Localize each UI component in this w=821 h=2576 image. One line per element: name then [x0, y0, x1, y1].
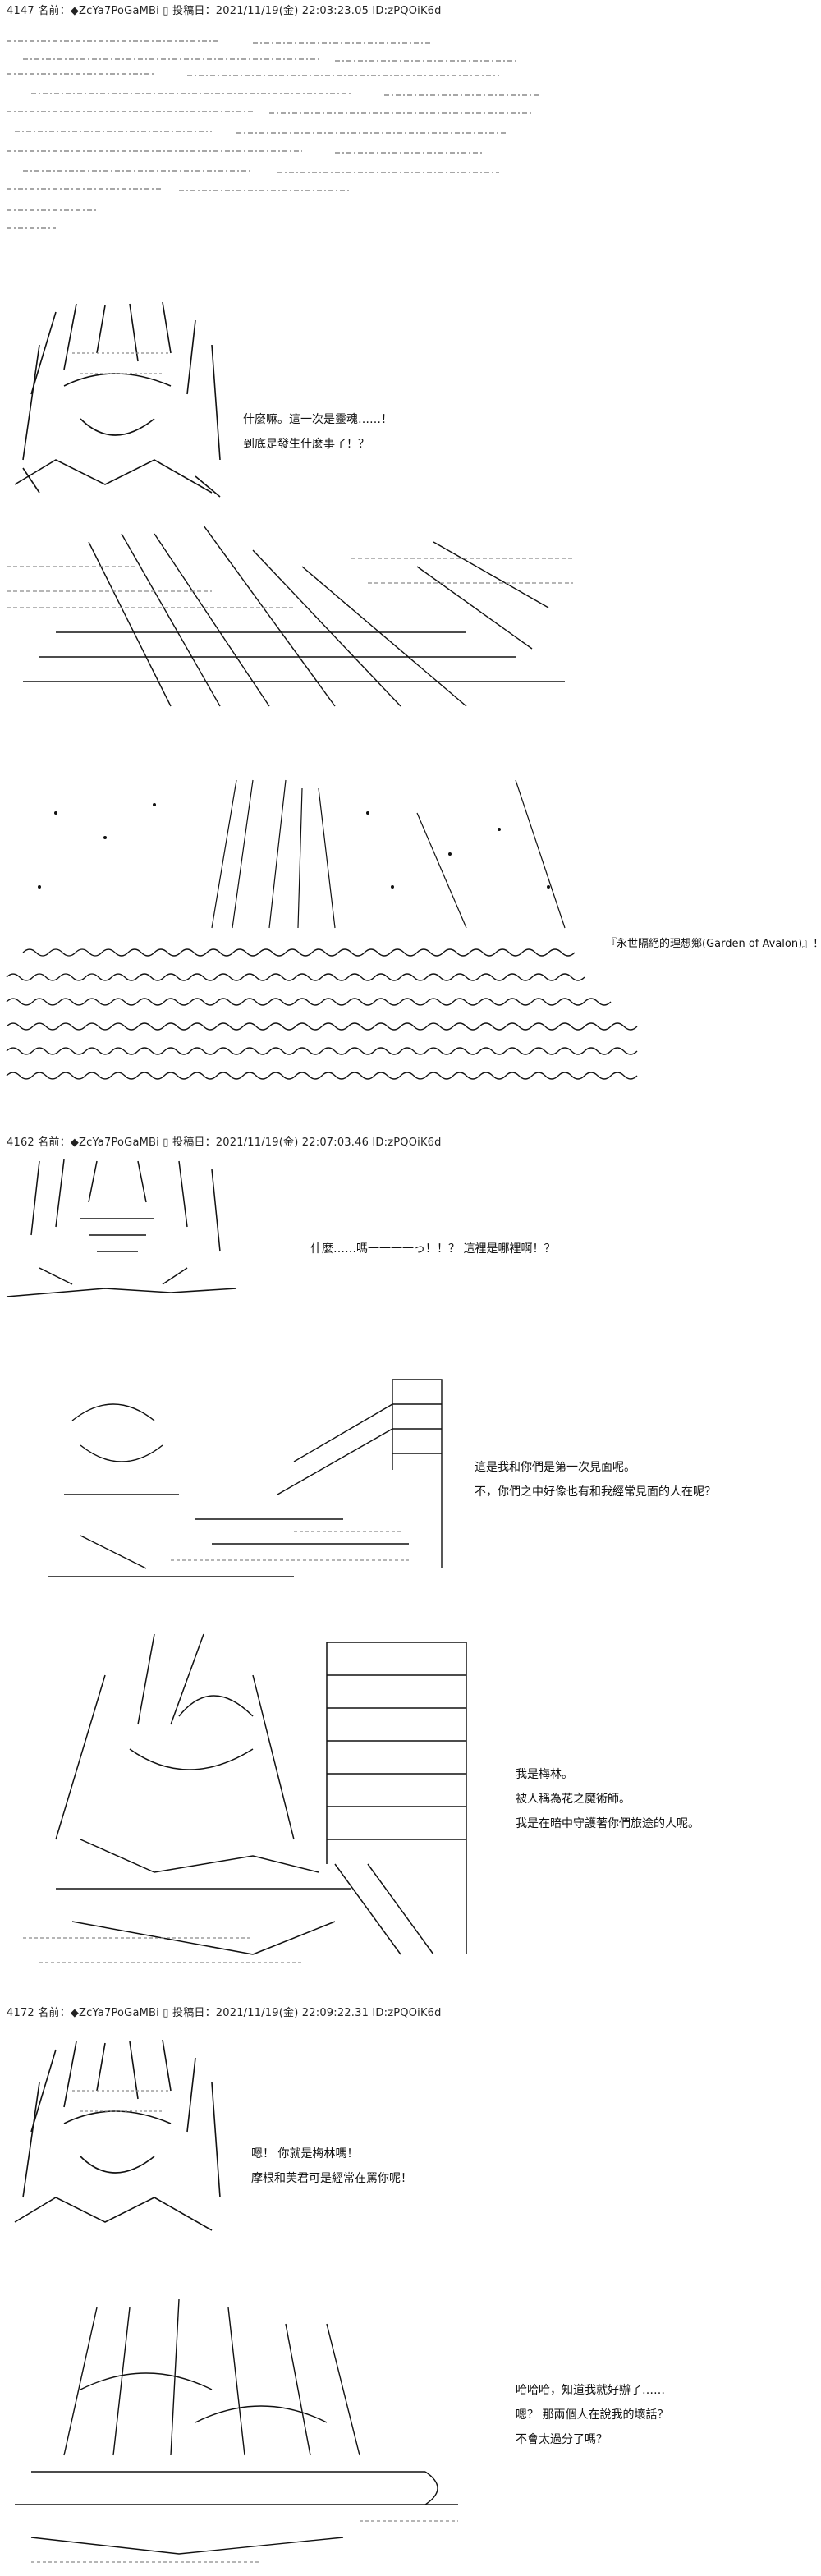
dialog-box: 什麼嘛。這一次是靈魂……！ 到底是發生什麼事了！？ — [243, 407, 392, 457]
post-header: 4162 名前：◆ZcYa7PoGaMBi ▯ 投稿日：2021/11/19(金… — [7, 1136, 442, 1149]
dialog-line: 到底是發生什麼事了！？ — [243, 438, 369, 451]
ascii-art-character-portrait — [7, 296, 228, 501]
dialog-box: 什麼……嗎一一一一っ！！？ 這裡是哪裡啊！？ — [310, 1237, 555, 1261]
ascii-art-wind — [7, 25, 540, 271]
ascii-art-merlin-laughing — [15, 2291, 475, 2570]
dialog-line: 不，你們之中好像也有和我經常見面的人在呢？ — [475, 1485, 716, 1499]
dialog-line: 這是我和你們是第一次見面呢。 — [475, 1461, 635, 1474]
dialog-box: 嗯！ 你就是梅林嗎！ 摩根和芙君可是經常在罵你呢！ — [251, 2142, 412, 2191]
dialog-box: 哈哈哈，知道我就好辦了…… 嗯？ 那兩個人在說我的壞話？ 不會太過分了嗎？ — [516, 2378, 668, 2452]
dialog-box: 我是梅林。 被人稱為花之魔術師。 我是在暗中守護著你們旅途的人呢。 — [516, 1762, 699, 1836]
dialog-line: 什麼嘛。這一次是靈魂……！ — [243, 413, 392, 426]
post-header: 4172 名前：◆ZcYa7PoGaMBi ▯ 投稿日：2021/11/19(金… — [7, 2007, 442, 2019]
ascii-art-character-surprised — [6, 1153, 245, 1309]
dialog-line: 被人稱為花之魔術師。 — [516, 1793, 631, 1806]
ascii-art-merlin-portrait — [7, 1626, 467, 1971]
dialog-box: 這是我和你們是第一次見面呢。 不，你們之中好像也有和我經常見面的人在呢？ — [475, 1455, 716, 1504]
dialog-line: 嗯？ 那兩個人在說我的壞話？ — [516, 2408, 669, 2422]
narration-text: 『永世隔絕的理想鄉(Garden of Avalon)』！ — [606, 938, 821, 950]
dialog-line: 嗯！ 你就是梅林嗎！ — [251, 2147, 359, 2160]
ascii-art-flower-garden — [6, 764, 638, 1109]
ascii-art-merlin-tower — [48, 1371, 443, 1593]
dialog-line: 不會太過分了嗎？ — [516, 2433, 608, 2446]
post-header: 4147 名前：◆ZcYa7PoGaMBi ▯ 投稿日：2021/11/19(金… — [7, 5, 442, 17]
ascii-art-battle-scene — [7, 517, 581, 731]
dialog-line: 哈哈哈，知道我就好辦了…… — [516, 2384, 665, 2397]
dialog-line: 我是在暗中守護著你們旅途的人呢。 — [516, 1817, 699, 1830]
dialog-line: 什麼……嗎一一一一っ！！？ 這裡是哪裡啊！？ — [310, 1242, 556, 1256]
dialog-line: 摩根和芙君可是經常在罵你呢！ — [251, 2172, 412, 2185]
ascii-art-character-portrait — [7, 2033, 228, 2239]
dialog-line: 我是梅林。 — [516, 1768, 573, 1781]
